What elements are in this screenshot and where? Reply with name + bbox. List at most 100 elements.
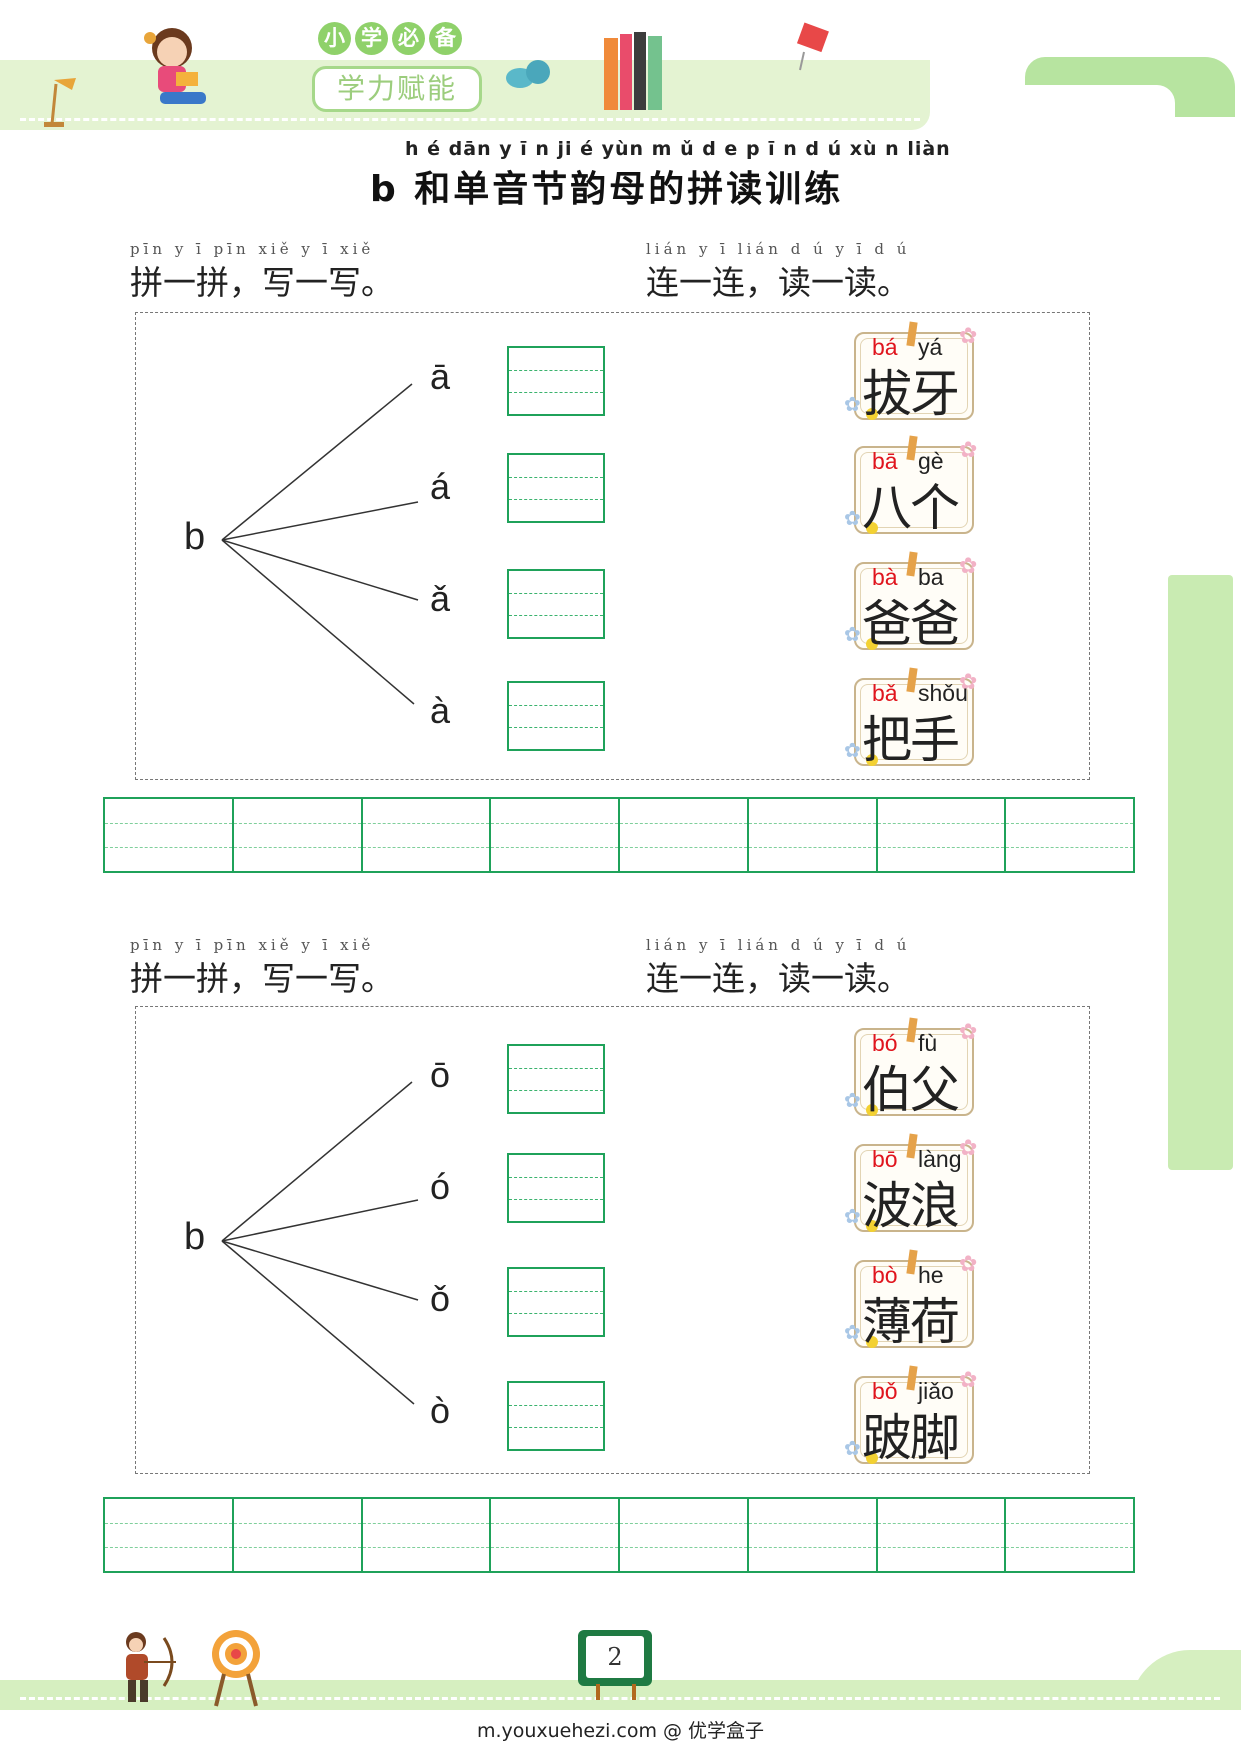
vowel-o3: ǒ [430, 1278, 451, 1319]
card-star-icon: ✿ [959, 324, 978, 349]
writing-box[interactable] [507, 453, 605, 523]
card-star-icon: ✿ [844, 392, 861, 416]
card-star-icon: ✿ [844, 1436, 861, 1460]
vowel-a1: ā [430, 356, 451, 397]
card-pinyin-1: bò [872, 1262, 898, 1288]
girl-reading-icon [136, 22, 226, 126]
vowel-a3: ǎ [430, 578, 451, 619]
initial-b: b [184, 516, 206, 558]
right-side-bar [1168, 575, 1233, 1170]
instruction-right: 连一连，读一读。 [646, 263, 910, 302]
card-star-icon: ✿ [959, 1136, 978, 1161]
card-star-icon: ✿ [959, 1252, 978, 1277]
page-number-board: 2 [578, 1630, 652, 1686]
card-pinyin-2: shǒu [918, 680, 968, 706]
card-pinyin-2: ba [918, 564, 944, 590]
card-pinyin-1: bǒ [872, 1378, 898, 1404]
card-star-icon: ✿ [959, 1368, 978, 1393]
instruction-right-pinyin: lián y ī lián d ú y ī d ú [646, 936, 911, 954]
card-hanzi: 伯父 [862, 1061, 960, 1119]
card-hanzi: 跛脚 [862, 1409, 960, 1467]
writing-grid-a[interactable] [103, 797, 1135, 873]
vowel-a2: á [430, 466, 451, 507]
writing-box[interactable] [507, 1044, 605, 1114]
word-card[interactable]: ✿ ✿ bá yá 拔牙 [844, 321, 980, 426]
card-hanzi: 拔牙 [862, 365, 960, 423]
instruction-left-pinyin: pīn y ī pīn xiě y ī xiě [130, 240, 375, 258]
plant-icon [502, 54, 554, 98]
vowel-o1: ō [430, 1054, 451, 1095]
word-card[interactable]: ✿ ✿ bō làng 波浪 [844, 1133, 980, 1238]
card-frame [854, 1144, 974, 1232]
card-frame [854, 1376, 974, 1464]
card-star-icon: ✿ [844, 506, 861, 530]
card-pinyin-1: bǎ [872, 680, 898, 706]
writing-box[interactable] [507, 1153, 605, 1223]
card-frame [854, 446, 974, 534]
card-hanzi: 薄荷 [862, 1293, 960, 1351]
card-pinyin-2: yá [918, 334, 943, 360]
exercise-box-b [135, 1006, 1090, 1474]
card-pinyin-1: bó [872, 1030, 898, 1056]
instruction-right: 连一连，读一读。 [646, 959, 910, 998]
card-pinyin-2: làng [918, 1146, 962, 1172]
word-card[interactable]: ✿ ✿ bó fù 伯父 [844, 1017, 980, 1122]
badge-char: 小 [318, 22, 351, 55]
card-pinyin-1: bà [872, 564, 898, 590]
writing-grid-b[interactable] [103, 1497, 1135, 1573]
instruction-left: 拼一拼，写一写。 [130, 959, 394, 998]
writing-box[interactable] [507, 1267, 605, 1337]
board-stand [596, 1684, 636, 1700]
badge-char: 备 [429, 22, 462, 55]
flag-icon [794, 22, 854, 76]
card-pinyin-2: jiǎo [918, 1378, 954, 1404]
card-hanzi: 爸爸 [862, 595, 960, 653]
card-pinyin-1: bā [872, 448, 898, 474]
word-card[interactable]: ✿ ✿ bǎ shǒu 把手 [844, 667, 980, 772]
card-pinyin-1: bō [872, 1146, 898, 1172]
card-pinyin-1: bá [872, 334, 898, 360]
card-frame [854, 332, 974, 420]
card-star-icon: ✿ [844, 622, 861, 646]
page-title: b 和单音节韵母的拼读训练 [370, 169, 844, 210]
vowel-o4: ò [430, 1390, 451, 1431]
vowel-a4: à [430, 690, 451, 731]
word-card[interactable]: ✿ ✿ bò he 薄荷 [844, 1249, 980, 1354]
card-star-icon: ✿ [844, 1204, 861, 1228]
card-frame [854, 1028, 974, 1116]
card-star-icon: ✿ [844, 1320, 861, 1344]
card-star-icon: ✿ [844, 1088, 861, 1112]
card-star-icon: ✿ [844, 738, 861, 762]
initial-b: b [184, 1216, 206, 1258]
vowel-o2: ó [430, 1166, 451, 1207]
card-star-icon: ✿ [959, 670, 978, 695]
card-hanzi: 波浪 [862, 1177, 960, 1235]
page-number: 2 [586, 1636, 644, 1678]
instruction-left: 拼一拼，写一写。 [130, 263, 394, 302]
writing-box[interactable] [507, 681, 605, 751]
card-pinyin-2: gè [918, 448, 944, 474]
word-card[interactable]: ✿ ✿ bā gè 八个 [844, 435, 980, 540]
badge-char: 学 [355, 22, 388, 55]
header-badge-bottom: 学力赋能 [312, 66, 482, 112]
exercise-box-a [135, 312, 1090, 780]
lamp-icon [42, 74, 86, 132]
card-star-icon: ✿ [959, 438, 978, 463]
card-pinyin-2: he [918, 1262, 944, 1288]
footer-dashline [20, 1697, 1220, 1700]
word-card[interactable]: ✿ ✿ bǒ jiǎo 跛脚 [844, 1365, 980, 1470]
badge-char: 必 [392, 22, 425, 55]
writing-box[interactable] [507, 346, 605, 416]
instruction-left-pinyin: pīn y ī pīn xiě y ī xiě [130, 936, 375, 954]
word-card[interactable]: ✿ ✿ bà ba 爸爸 [844, 551, 980, 656]
header-dashline [20, 118, 920, 121]
writing-box[interactable] [507, 569, 605, 639]
card-hanzi: 八个 [862, 479, 960, 537]
writing-box[interactable] [507, 1381, 605, 1451]
books-icon [602, 30, 672, 114]
card-frame [854, 1260, 974, 1348]
footer-url[interactable]: m.youxuehezi.com @ 优学盒子 [476, 1720, 765, 1742]
card-star-icon: ✿ [959, 554, 978, 579]
header-tab-notch [1025, 85, 1175, 125]
